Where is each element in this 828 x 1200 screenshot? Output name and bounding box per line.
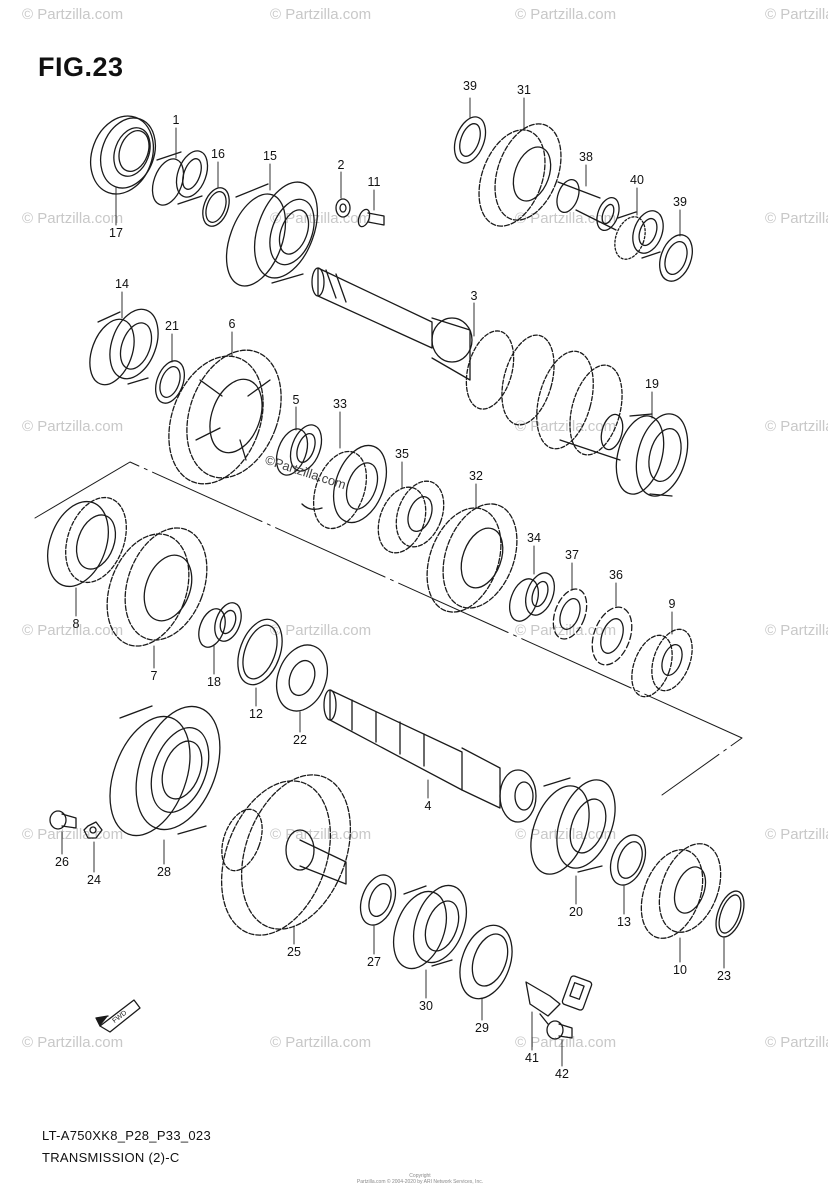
callout-4: 4 xyxy=(424,799,432,813)
callout-41: 41 xyxy=(525,1051,539,1065)
callout-31: 31 xyxy=(517,83,531,97)
nut-24 xyxy=(83,821,103,839)
callout-35: 35 xyxy=(395,447,409,461)
callout-24: 24 xyxy=(87,873,101,887)
bearing-14 xyxy=(89,308,159,386)
hub-33 xyxy=(301,444,388,530)
gear-8 xyxy=(47,496,127,588)
countershaft-gear-cluster xyxy=(465,330,624,461)
gear-9 xyxy=(631,628,693,698)
callout-17: 17 xyxy=(109,226,123,240)
washer-2 xyxy=(335,198,351,218)
countershaft-3 xyxy=(311,267,473,381)
bearing-20 xyxy=(530,777,616,875)
circlip-23 xyxy=(715,890,745,938)
callout-21: 21 xyxy=(165,319,179,333)
callout-25: 25 xyxy=(287,945,301,959)
callout-1: 1 xyxy=(172,113,180,127)
circlip-12 xyxy=(237,618,283,686)
callout-29: 29 xyxy=(475,1021,489,1035)
callout-16: 16 xyxy=(211,147,225,161)
callout-5: 5 xyxy=(292,393,300,407)
callout-38: 38 xyxy=(579,150,593,164)
oil-seal-17 xyxy=(90,115,157,195)
figure-title: FIG.23 xyxy=(38,52,124,82)
callout-34: 34 xyxy=(527,531,541,545)
oil-seal-29 xyxy=(459,924,513,1000)
bearing-28 xyxy=(109,705,221,837)
callout-13: 13 xyxy=(617,915,631,929)
washer-21 xyxy=(155,360,185,404)
driveshaft-4 xyxy=(323,689,537,823)
callout-28: 28 xyxy=(157,865,171,879)
driven-gear-25 xyxy=(220,774,352,936)
callout-39-right: 39 xyxy=(673,195,687,209)
bolt-11 xyxy=(357,208,385,228)
gear-7 xyxy=(106,527,208,647)
speed-sensor-41 xyxy=(525,975,593,1025)
diagram-name: TRANSMISSION (2)-C xyxy=(42,1150,180,1165)
callout-15: 15 xyxy=(263,149,277,163)
bushing-34 xyxy=(509,572,555,622)
bushing-18 xyxy=(198,602,242,648)
gear-31 xyxy=(478,123,562,227)
bearing-30 xyxy=(392,884,468,970)
bolt-42 xyxy=(546,1020,573,1040)
callout-12: 12 xyxy=(249,707,263,721)
callout-3: 3 xyxy=(470,289,478,303)
forward-arrow-icon: FWD xyxy=(95,999,141,1033)
callout-42: 42 xyxy=(555,1067,569,1081)
lock-washer-36 xyxy=(591,606,633,666)
callout-7: 7 xyxy=(150,669,158,683)
diagram-code: LT-A750XK8_P28_P33_023 xyxy=(42,1128,211,1143)
callout-18: 18 xyxy=(207,675,221,689)
copyright-note: Copyright Partzilla.com © 2004-2020 by A… xyxy=(356,1173,484,1185)
callout-20: 20 xyxy=(569,905,583,919)
needle-bearing-40 xyxy=(614,210,664,260)
callout-22: 22 xyxy=(293,733,307,747)
bolt-26 xyxy=(49,810,77,830)
callout-14: 14 xyxy=(115,277,129,291)
callout-23: 23 xyxy=(717,969,731,983)
lock-washer-37 xyxy=(552,588,588,640)
bushing-1 xyxy=(151,150,209,206)
leader-lines xyxy=(61,97,725,1067)
gear-35 xyxy=(377,480,445,554)
callout-32: 32 xyxy=(469,469,483,483)
bearing-19 xyxy=(615,413,689,497)
callout-10: 10 xyxy=(673,963,687,977)
callout-39-top: 39 xyxy=(463,79,477,93)
callout-36: 36 xyxy=(609,568,623,582)
callout-8: 8 xyxy=(72,617,80,631)
subassembly-outline xyxy=(34,461,743,796)
callout-11: 11 xyxy=(367,175,381,189)
spacer-38 xyxy=(556,179,620,231)
o-ring-16 xyxy=(202,187,230,227)
callout-9: 9 xyxy=(668,597,676,611)
washer-13 xyxy=(609,834,647,886)
callout-19: 19 xyxy=(645,377,659,391)
callout-40: 40 xyxy=(630,173,644,187)
washer-39-right xyxy=(659,234,693,282)
washer-22 xyxy=(275,644,329,712)
callout-26: 26 xyxy=(55,855,69,869)
callout-30: 30 xyxy=(419,999,433,1013)
gear-10 xyxy=(640,843,722,939)
gear-6 xyxy=(168,349,282,485)
washer-27 xyxy=(359,874,397,926)
bushing-5 xyxy=(275,424,323,476)
washer-39-top xyxy=(453,116,487,164)
callout-37: 37 xyxy=(565,548,579,562)
bearing-15 xyxy=(225,181,319,287)
callout-2: 2 xyxy=(337,158,345,172)
gear-32 xyxy=(426,503,518,613)
callout-27: 27 xyxy=(367,955,381,969)
callout-33: 33 xyxy=(333,397,347,411)
callout-6: 6 xyxy=(228,317,236,331)
